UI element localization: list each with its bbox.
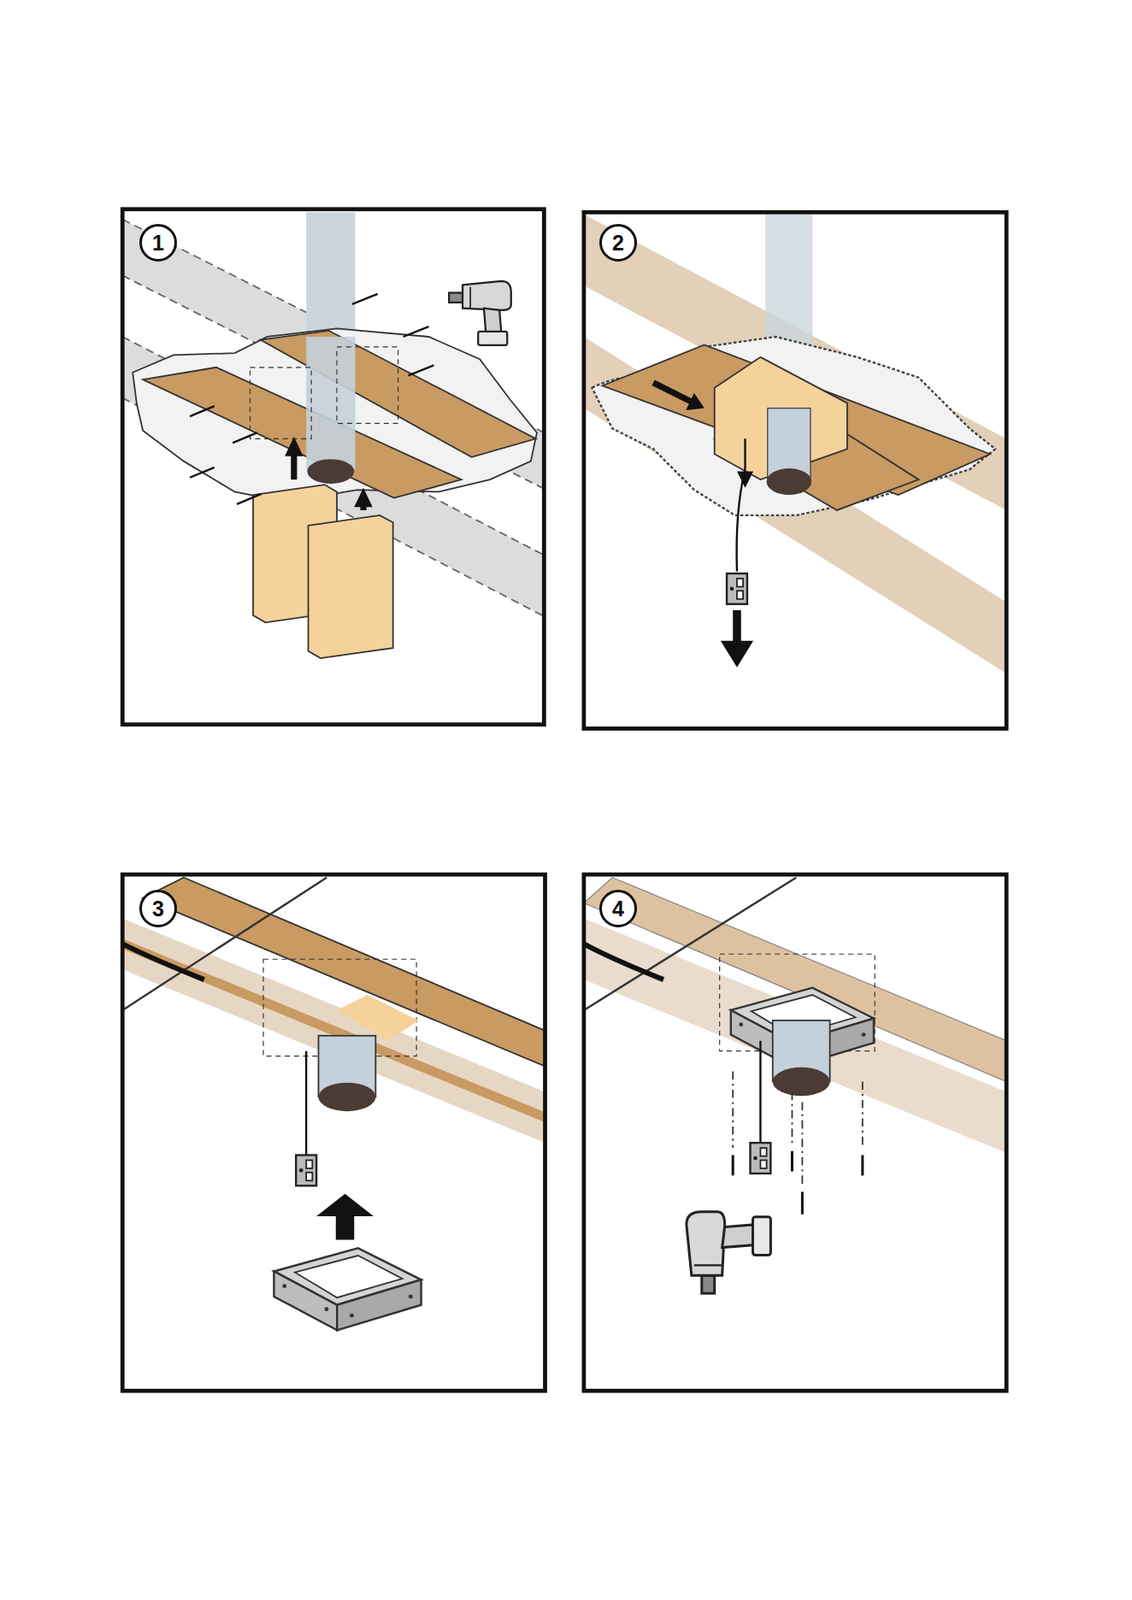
callout-number: 3 bbox=[139, 890, 177, 928]
callout-number: 4 bbox=[599, 890, 637, 928]
callout-number: 1 bbox=[139, 224, 177, 262]
callout-number: 2 bbox=[599, 224, 637, 262]
